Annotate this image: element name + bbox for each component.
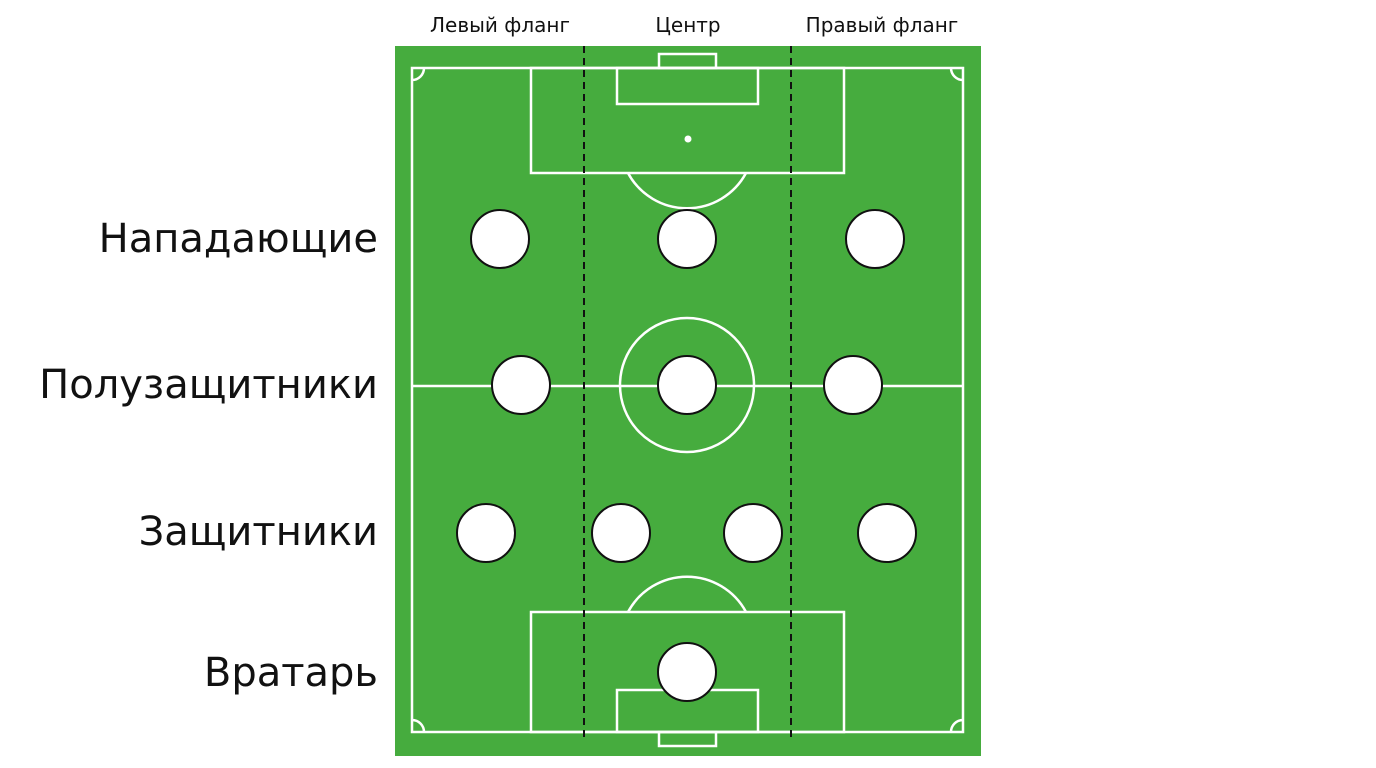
player-forward-right <box>845 209 905 269</box>
top-goal <box>657 52 718 70</box>
player-defender-center-right <box>723 503 783 563</box>
player-defender-left <box>456 503 516 563</box>
corner-arc-bottom-right <box>949 718 964 733</box>
player-forward-left <box>470 209 530 269</box>
center-label: Центр <box>655 13 721 37</box>
left-flank-label: Левый фланг <box>430 13 570 37</box>
player-midfielder-left <box>491 355 551 415</box>
players <box>456 209 917 702</box>
top-penalty-arc <box>626 172 748 210</box>
player-defender-center-left <box>591 503 651 563</box>
row-label-goalkeeper: Вратарь <box>203 650 378 696</box>
center-circle <box>618 316 756 454</box>
bottom-goal <box>657 730 718 748</box>
player-midfielder-center <box>657 355 717 415</box>
penalty-spot <box>684 135 692 143</box>
row-label-midfielders: Полузащитники <box>39 362 378 408</box>
row-label-forwards: Нападающие <box>98 216 378 262</box>
corner-arc-bottom-left <box>411 718 426 733</box>
player-forward-center <box>657 209 717 269</box>
flank-dividers <box>583 46 792 738</box>
corner-arc-top-left <box>411 67 426 82</box>
right-flank-label: Правый фланг <box>805 13 959 37</box>
player-midfielder-right <box>823 355 883 415</box>
row-label-defenders: Защитники <box>138 509 378 555</box>
bottom-penalty-arc <box>626 575 748 613</box>
corner-arc-top-right <box>949 67 964 82</box>
player-defender-right <box>857 503 917 563</box>
player-goalkeeper <box>657 642 717 702</box>
